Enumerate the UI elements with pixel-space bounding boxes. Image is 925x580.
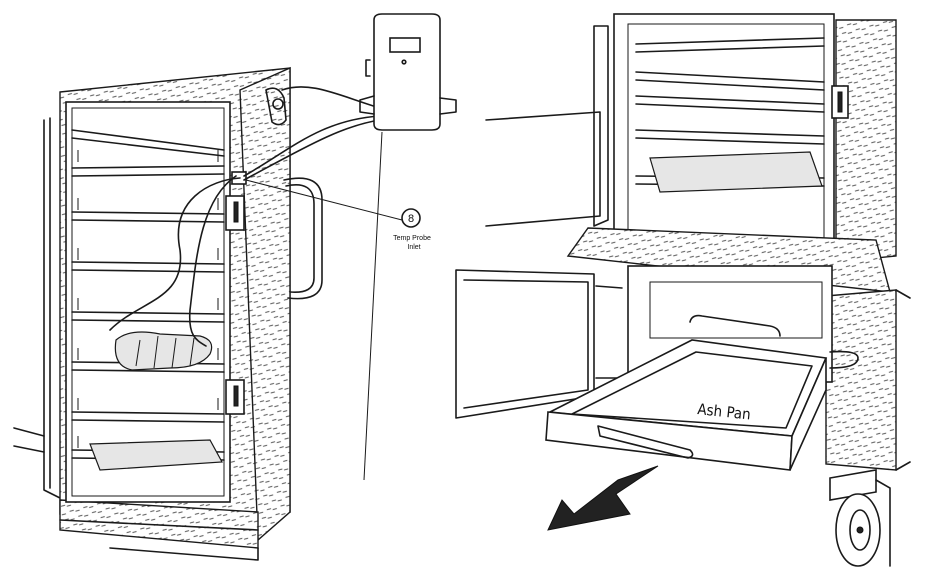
controller-display — [389, 37, 421, 53]
firebox-handle — [689, 314, 781, 337]
caster-wheel — [829, 469, 891, 567]
callout-number: 8 — [408, 213, 414, 225]
water-pan — [89, 439, 223, 471]
ash-pan-label: Ash Pan — [697, 400, 752, 423]
callout-temp-probe-inlet: 8 Temp Probe Inlet — [393, 208, 431, 251]
upper-pan — [649, 151, 823, 193]
left-view-smoker-open-door — [13, 66, 403, 561]
ash-pan-handle — [597, 425, 694, 459]
pull-direction-arrow — [547, 465, 659, 531]
temperature-controller — [359, 13, 457, 131]
right-view-ash-pan-removal: Ash Pan — [455, 13, 911, 567]
lower-side-panel — [825, 289, 897, 471]
cooking-chamber — [65, 101, 231, 503]
callout-circle — [401, 208, 421, 228]
cabinet-side-panel — [239, 66, 291, 542]
firebox-door — [455, 269, 595, 419]
ash-pan-drawer: Ash Pan — [545, 339, 828, 471]
callout-label-line1: Temp Probe — [393, 235, 431, 242]
callout-leader-line — [245, 179, 403, 221]
meat-roast — [114, 331, 213, 371]
bottle-opener — [265, 87, 287, 126]
probe-wires — [109, 86, 381, 347]
upper-side-panel — [835, 19, 897, 263]
door-handle — [283, 177, 323, 300]
callout-label-line2: Inlet — [407, 244, 420, 251]
